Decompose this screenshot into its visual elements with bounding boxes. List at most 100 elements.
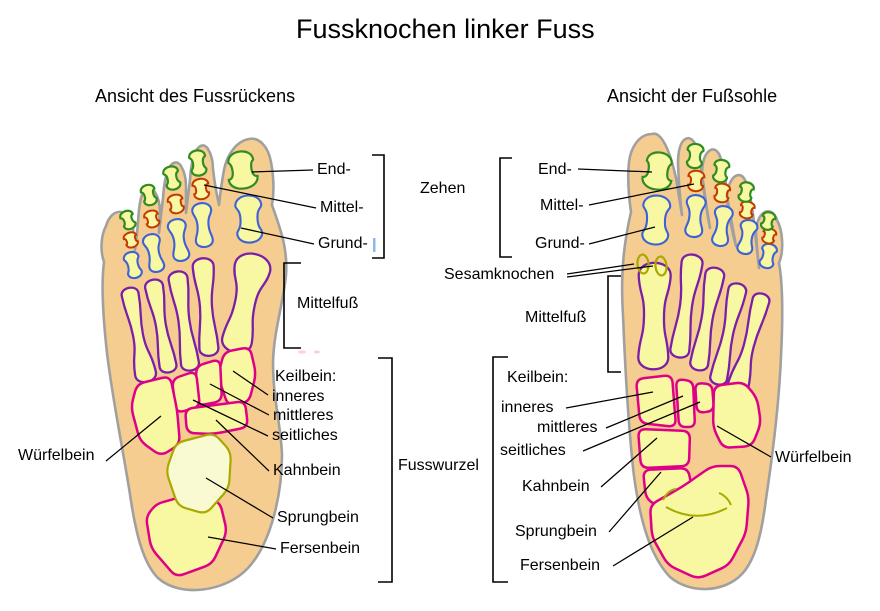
label-plantar-mittelfuss: Mittelfuß: [525, 309, 587, 326]
distal-phalanx-bone: [685, 142, 705, 170]
group-bracket: [283, 262, 301, 349]
leader-line: [605, 395, 684, 429]
metatarsal-bone: [637, 261, 672, 371]
tarsal-bone: [694, 382, 715, 414]
group-bracket: [378, 357, 393, 583]
proximal-phalanx-bone: [122, 250, 143, 280]
leader-line: [232, 370, 269, 396]
distal-phalanx-bone: [760, 211, 777, 231]
proximal-phalanx-bone: [711, 205, 734, 247]
tarsal-bone: [217, 347, 257, 406]
calcaneus-detail-line: [665, 506, 728, 517]
leader-line: [565, 391, 654, 409]
distal-phalanx-bone: [641, 151, 673, 191]
page-title: Fussknochen linker Fuss: [296, 14, 595, 44]
middle-phalanx-bone: [191, 177, 211, 201]
metatarsal-bone: [167, 270, 201, 372]
text-cursor-artifact: [373, 238, 376, 252]
talus-bone: [166, 433, 232, 514]
proximal-phalanx-bone: [641, 194, 672, 246]
metatarsal-bone: [191, 257, 220, 357]
label-dorsal-grund-phalanx: Grund-: [318, 235, 368, 252]
distal-phalanx-bone: [737, 181, 755, 203]
subtitle-plantar-view: Ansicht der Fußsohle: [607, 86, 778, 106]
sesamoid-bone: [636, 253, 650, 275]
leader-line: [240, 227, 315, 245]
label-dorsal-keilbein: Keilbein:: [275, 368, 337, 385]
tarsal-bone: [637, 428, 692, 469]
dorsal-left-foot: [100, 137, 288, 592]
distal-phalanx-bone: [188, 149, 208, 177]
proximal-phalanx-bone: [191, 202, 214, 249]
group-bracket: [372, 154, 385, 259]
metatarsal-bone: [221, 252, 272, 354]
metatarsal-bone: [144, 278, 178, 374]
brackets: [283, 154, 621, 583]
label-plantar-grund-phalanx: Grund-: [535, 235, 585, 252]
plantar-details: [636, 253, 732, 517]
proximal-phalanx-bone: [166, 218, 191, 262]
group-bracket: [492, 356, 508, 583]
middle-phalanx-bone: [143, 209, 161, 229]
label-dorsal-kahnbein: Kahnbein: [273, 462, 341, 479]
tarsal-bone: [194, 359, 223, 406]
distal-phalanx-bone: [119, 209, 137, 231]
label-dorsal-mittel-phalanx: Mittel-: [320, 199, 364, 216]
plantar-left-foot: [620, 132, 784, 591]
artifacts: [298, 238, 376, 354]
label-plantar-fersenbein: Fersenbein: [520, 557, 601, 574]
label-plantar-keilbein-mittleres: mittleres: [537, 419, 598, 436]
leader-line: [577, 168, 653, 173]
sesamoid-bone: [654, 255, 668, 277]
label-plantar-keilbein-inneres: inneres: [501, 399, 554, 416]
label-dorsal-keilbein-mittleres: mittleres: [273, 407, 334, 424]
middle-phalanx-bone: [122, 231, 139, 249]
label-dorsal-sprungbein: Sprungbein: [277, 509, 359, 526]
tarsal-bone: [635, 374, 677, 428]
label-plantar-mittel-phalanx: Mittel-: [540, 197, 584, 214]
label-fusswurzel: Fusswurzel: [398, 457, 479, 474]
smudge-artifact: [298, 350, 306, 354]
subtitle-dorsal-view: Ansicht des Fussrückens: [95, 86, 296, 106]
label-dorsal-mittelfuss: Mittelfuß: [297, 295, 359, 312]
leader-line: [251, 169, 314, 173]
label-plantar-kahnbein: Kahnbein: [522, 478, 590, 495]
metatarsal-bone: [689, 266, 726, 372]
leader-line: [716, 425, 772, 458]
proximal-phalanx-bone: [142, 233, 166, 273]
leader-line: [608, 471, 662, 533]
leader-line: [105, 415, 162, 462]
group-bracket: [499, 157, 512, 258]
tarsal-bone: [649, 464, 750, 579]
label-plantar-end-phalanx: End-: [538, 161, 572, 178]
label-dorsal-keilbein-inneres: inneres: [272, 388, 325, 405]
metatarsal-bone: [669, 253, 704, 359]
leader-line: [566, 265, 654, 278]
label-dorsal-fersenbein: Fersenbein: [280, 540, 361, 557]
middle-phalanx-bone: [687, 169, 706, 193]
calcaneus-detail-line: [662, 488, 677, 501]
proximal-phalanx-bone: [736, 219, 759, 256]
leader-line: [203, 184, 317, 209]
middle-phalanx-bone: [713, 182, 732, 204]
label-plantar-keilbein-seitliches: seitliches: [500, 442, 566, 459]
metatarsal-bone: [120, 286, 158, 384]
middle-phalanx-bone: [761, 227, 778, 245]
distal-phalanx-bone: [227, 150, 259, 190]
group-bracket: [607, 275, 621, 373]
label-plantar-wuerfelbein: Würfelbein: [775, 449, 852, 466]
middle-phalanx-bone: [166, 193, 185, 215]
label-dorsal-keilbein-seitliches: seitliches: [272, 427, 338, 444]
leader-line: [215, 419, 270, 472]
label-sesamknochen: Sesamknochen: [444, 266, 555, 283]
leader-line: [582, 401, 701, 452]
leader-line: [588, 183, 695, 206]
leader-line: [207, 536, 277, 550]
leader-line: [600, 437, 658, 488]
distal-phalanx-bone: [162, 165, 182, 191]
leader-line: [566, 263, 635, 275]
tarsal-bone: [711, 381, 762, 449]
metatarsal-bone: [709, 282, 748, 386]
